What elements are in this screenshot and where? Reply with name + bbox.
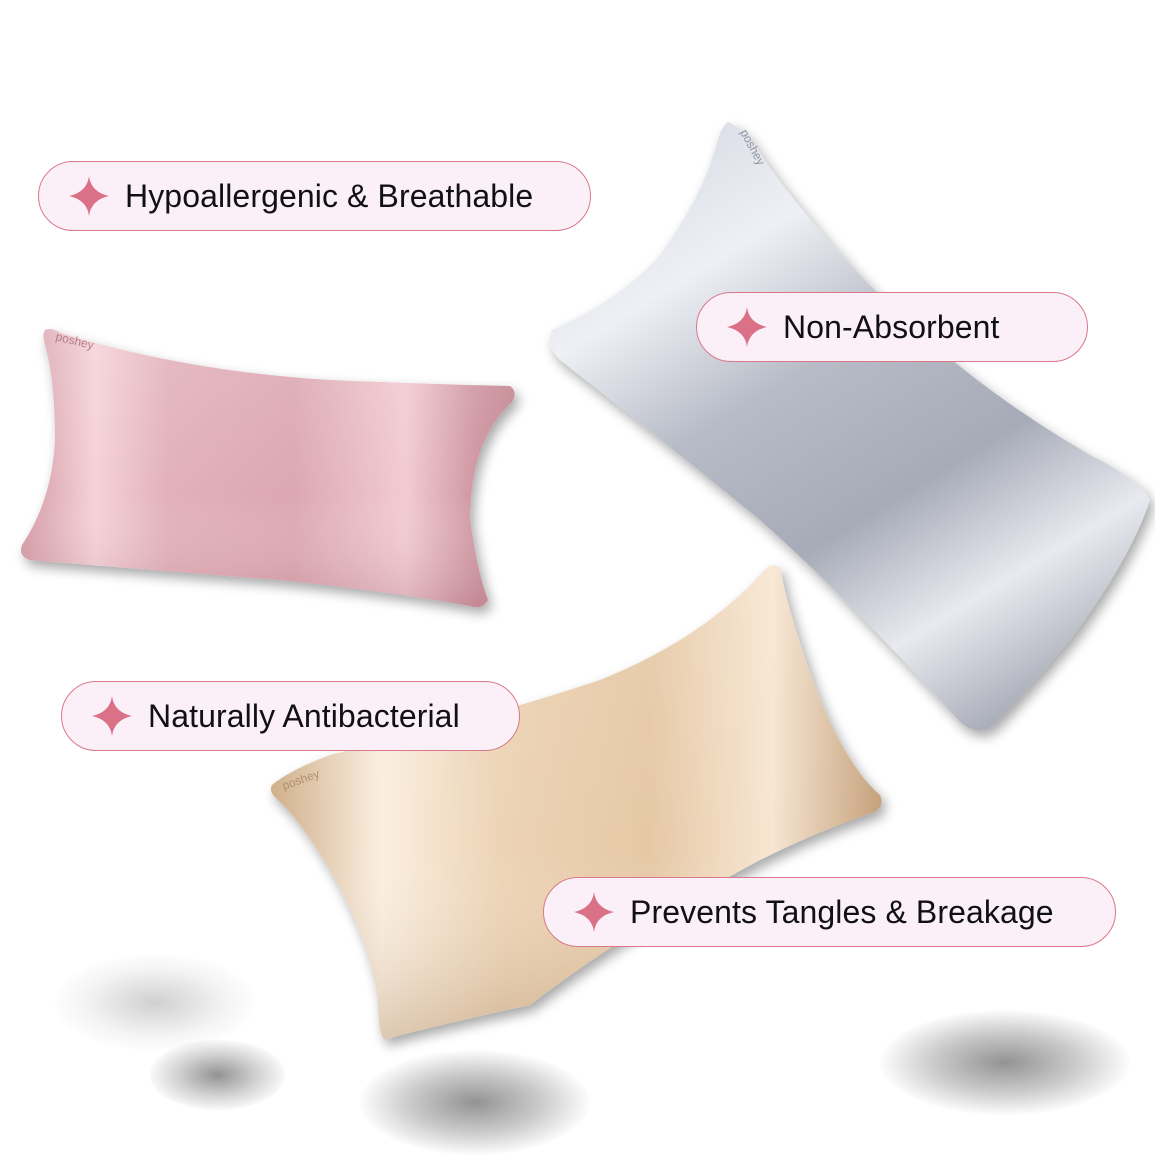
sparkle-icon <box>69 176 109 216</box>
feature-label: Non-Absorbent <box>783 308 1000 345</box>
champagne-pillowcase: poshey <box>270 565 882 1040</box>
shadow-center <box>150 1040 285 1110</box>
shadow-center-main <box>360 1050 590 1155</box>
silver-pillowcase: poshey <box>549 122 1150 731</box>
pink-pillowcase: poshey <box>21 329 515 608</box>
feature-badge-hypoallergenic: Hypoallergenic & Breathable <box>38 161 591 231</box>
feature-label: Prevents Tangles & Breakage <box>630 893 1054 930</box>
feature-label: Hypoallergenic & Breathable <box>125 177 534 214</box>
feature-badge-antibacterial: Naturally Antibacterial <box>61 681 520 751</box>
sparkle-icon <box>727 307 767 347</box>
shadow-left <box>55 955 255 1050</box>
sparkle-icon <box>574 892 614 932</box>
shadow-right <box>880 1010 1130 1115</box>
feature-badge-prevents-tangles: Prevents Tangles & Breakage <box>543 877 1116 947</box>
feature-badge-non-absorbent: Non-Absorbent <box>696 292 1088 362</box>
feature-label: Naturally Antibacterial <box>148 697 460 734</box>
sparkle-icon <box>92 696 132 736</box>
